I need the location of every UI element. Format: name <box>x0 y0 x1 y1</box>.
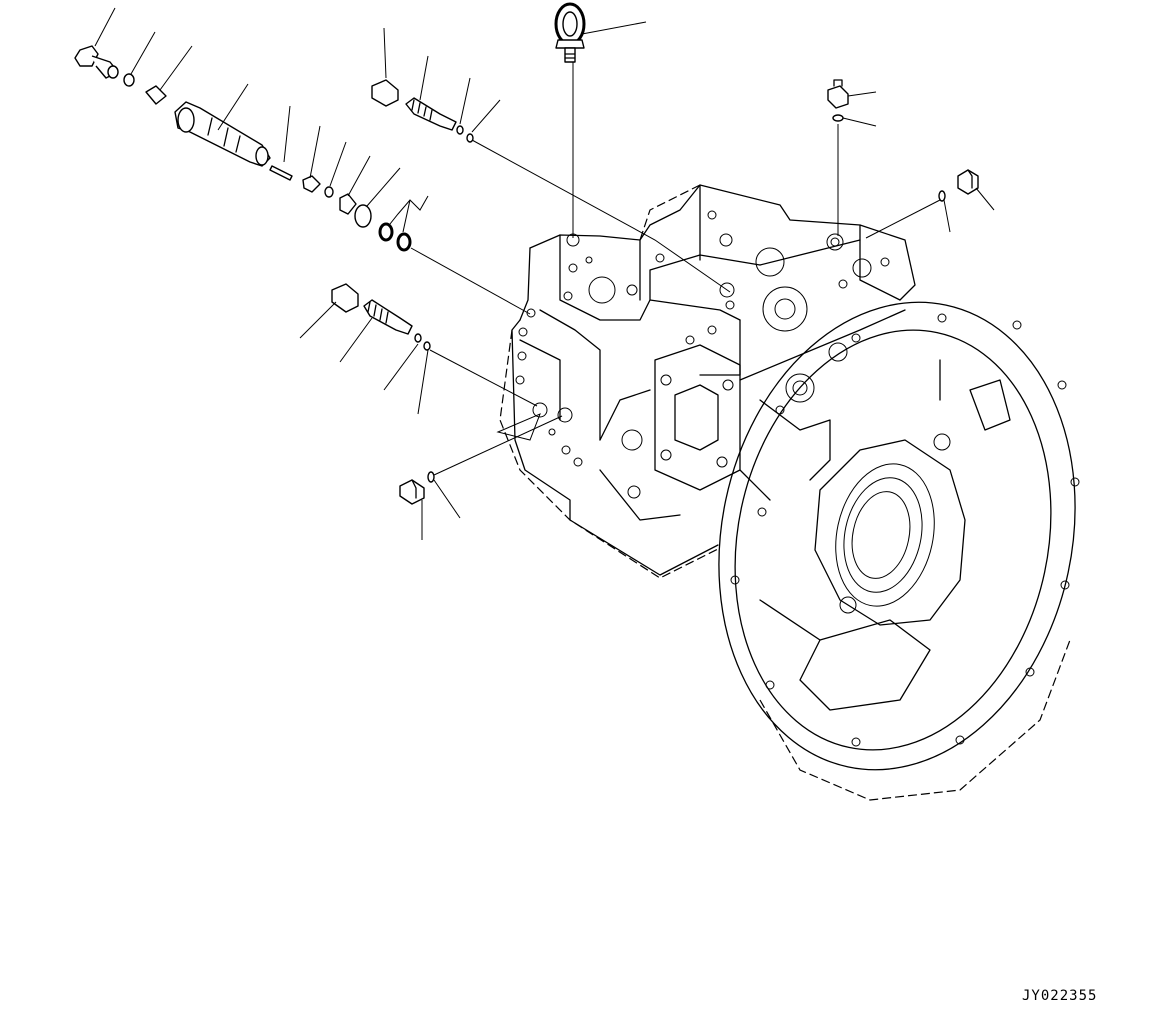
nut-1 <box>339 193 357 215</box>
o-ring-8 <box>832 114 844 122</box>
eye-bolt <box>554 2 586 63</box>
o-ring-1 <box>123 73 135 87</box>
plug-3 <box>957 169 979 195</box>
lock-nut-1 <box>371 79 399 107</box>
drawing-number: JY022355 <box>1022 988 1098 1004</box>
o-ring-4 <box>378 222 394 242</box>
o-ring-9 <box>938 190 946 202</box>
collar <box>302 175 321 193</box>
hidden-lines <box>499 184 1071 801</box>
pump-body <box>511 184 916 576</box>
plug-1 <box>74 45 119 79</box>
o-ring-6 <box>456 125 464 135</box>
adjust-screw-1 <box>405 97 457 131</box>
spool <box>174 101 271 167</box>
o-ring-7 <box>466 133 474 143</box>
exploded-parts <box>74 2 979 505</box>
plug-4 <box>399 479 425 505</box>
connector-lines <box>410 62 941 476</box>
rim-bolt-holes <box>730 313 1080 747</box>
flywheel-housing <box>718 301 1080 771</box>
o-ring-11 <box>423 341 431 351</box>
plug-2 <box>827 79 849 109</box>
o-ring-10 <box>414 333 422 343</box>
o-ring-2 <box>324 186 334 198</box>
adjust-screw-2 <box>363 299 413 335</box>
pin <box>269 165 293 181</box>
o-ring-5 <box>396 232 412 252</box>
leader-lines <box>94 7 995 540</box>
o-ring-3 <box>354 204 372 228</box>
sleeve-1 <box>145 85 167 105</box>
lock-nut-2 <box>331 283 359 313</box>
o-ring-12 <box>427 471 435 483</box>
